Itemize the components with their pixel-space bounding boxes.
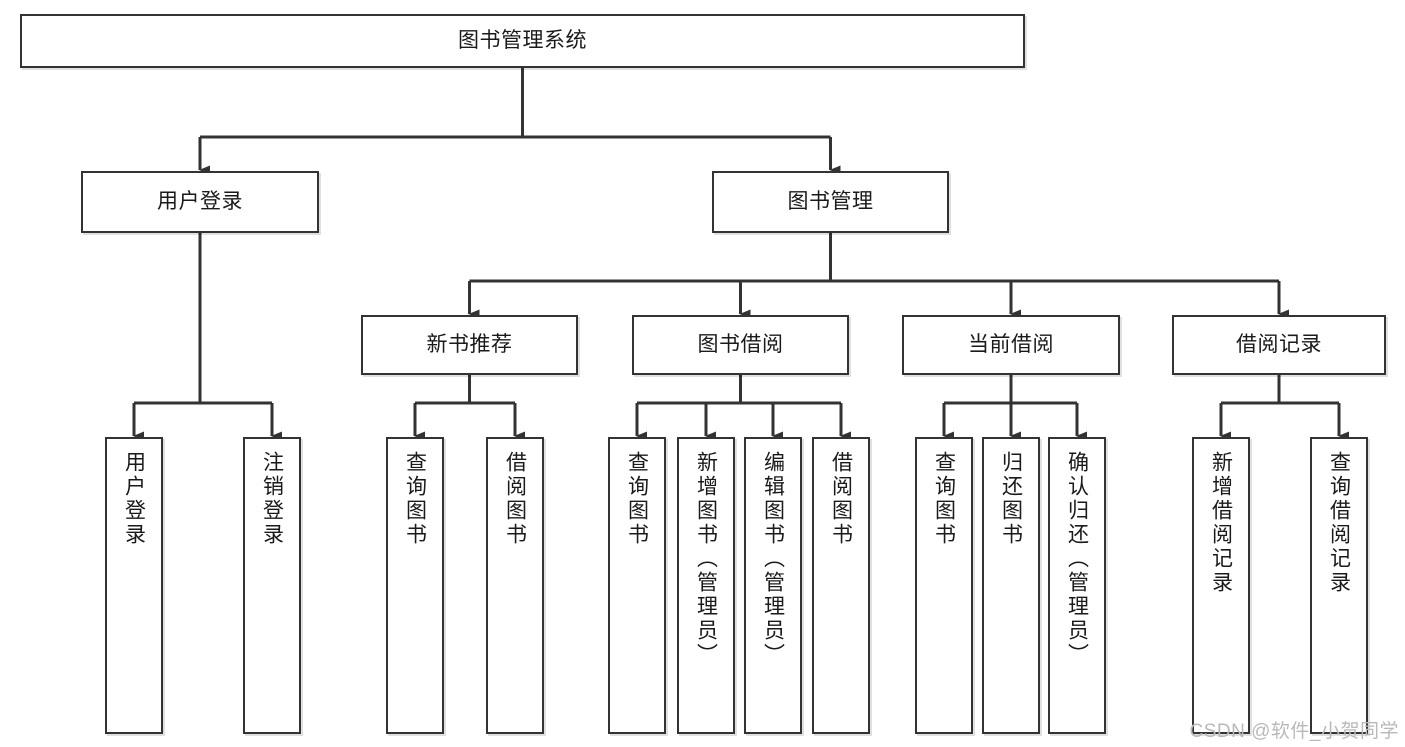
node-book-manage[interactable]: 图书管理 (712, 171, 949, 233)
node-leaf-logout-label: 注销登录 (260, 451, 284, 547)
node-leaf-add-book[interactable]: 新增图书（管理员） (677, 437, 735, 734)
node-leaf-borrow-book-1-label: 借阅图书 (503, 451, 527, 547)
node-user-login-label: 用户登录 (157, 189, 243, 213)
node-root-label: 图书管理系统 (458, 28, 587, 52)
node-leaf-query-book-3[interactable]: 查询图书 (915, 437, 973, 734)
node-leaf-confirm-return[interactable]: 确认归还（管理员） (1048, 437, 1106, 734)
node-leaf-add-book-label: 新增图书（管理员） (694, 451, 718, 667)
node-leaf-query-book-1[interactable]: 查询图书 (386, 437, 444, 734)
node-new-book-recommend[interactable]: 新书推荐 (361, 315, 578, 375)
node-leaf-edit-book-label: 编辑图书（管理员） (761, 451, 785, 667)
node-leaf-edit-book[interactable]: 编辑图书（管理员） (744, 437, 802, 734)
node-user-login[interactable]: 用户登录 (81, 171, 319, 233)
node-leaf-return-book-label: 归还图书 (999, 451, 1023, 547)
node-borrow-record[interactable]: 借阅记录 (1172, 315, 1386, 375)
node-leaf-query-record-label: 查询借阅记录 (1327, 451, 1351, 595)
node-leaf-user-login-label: 用户登录 (122, 451, 146, 547)
node-leaf-query-book-1-label: 查询图书 (403, 451, 427, 547)
node-current-borrow[interactable]: 当前借阅 (902, 315, 1120, 375)
node-leaf-logout[interactable]: 注销登录 (243, 437, 301, 734)
node-leaf-query-book-3-label: 查询图书 (932, 451, 956, 547)
node-borrow-record-label: 借阅记录 (1236, 332, 1322, 356)
node-book-manage-label: 图书管理 (787, 189, 874, 213)
node-leaf-borrow-book-2-label: 借阅图书 (829, 451, 853, 547)
node-book-borrow-label: 图书借阅 (697, 332, 784, 356)
node-leaf-query-book-2-label: 查询图书 (625, 451, 649, 547)
node-leaf-confirm-return-label: 确认归还（管理员） (1065, 451, 1089, 667)
node-leaf-return-book[interactable]: 归还图书 (982, 437, 1040, 734)
node-leaf-add-record[interactable]: 新增借阅记录 (1192, 437, 1250, 734)
node-current-borrow-label: 当前借阅 (968, 332, 1054, 356)
node-new-book-recommend-label: 新书推荐 (426, 332, 513, 356)
node-book-borrow[interactable]: 图书借阅 (632, 315, 849, 375)
node-leaf-query-book-2[interactable]: 查询图书 (608, 437, 666, 734)
node-leaf-query-record[interactable]: 查询借阅记录 (1310, 437, 1368, 734)
node-leaf-add-record-label: 新增借阅记录 (1209, 451, 1233, 595)
node-leaf-user-login[interactable]: 用户登录 (105, 437, 163, 734)
node-leaf-borrow-book-2[interactable]: 借阅图书 (812, 437, 870, 734)
node-leaf-borrow-book-1[interactable]: 借阅图书 (486, 437, 544, 734)
node-root[interactable]: 图书管理系统 (20, 14, 1025, 68)
